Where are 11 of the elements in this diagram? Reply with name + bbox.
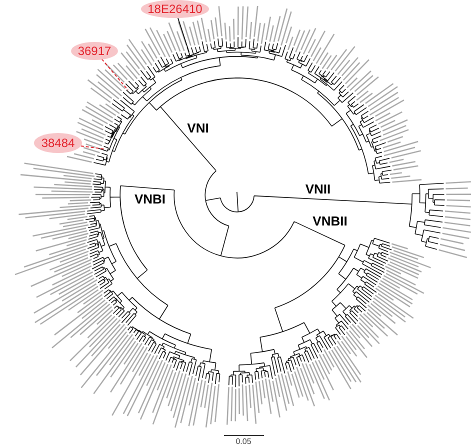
clade-label: VNI: [187, 122, 209, 134]
clade-label: VNBI: [134, 192, 166, 206]
highlighted-label: 38484: [34, 133, 82, 153]
highlighted-label: 18E26410: [141, 0, 209, 18]
leader-line: [101, 58, 128, 90]
clade-label: VNBII: [312, 214, 348, 228]
clade-label: VNII: [305, 182, 331, 196]
leader-line: [177, 18, 190, 52]
leader-line: [80, 146, 104, 150]
highlighted-label: 36917: [71, 42, 118, 60]
scale-bar-value: 0.05: [236, 438, 252, 446]
